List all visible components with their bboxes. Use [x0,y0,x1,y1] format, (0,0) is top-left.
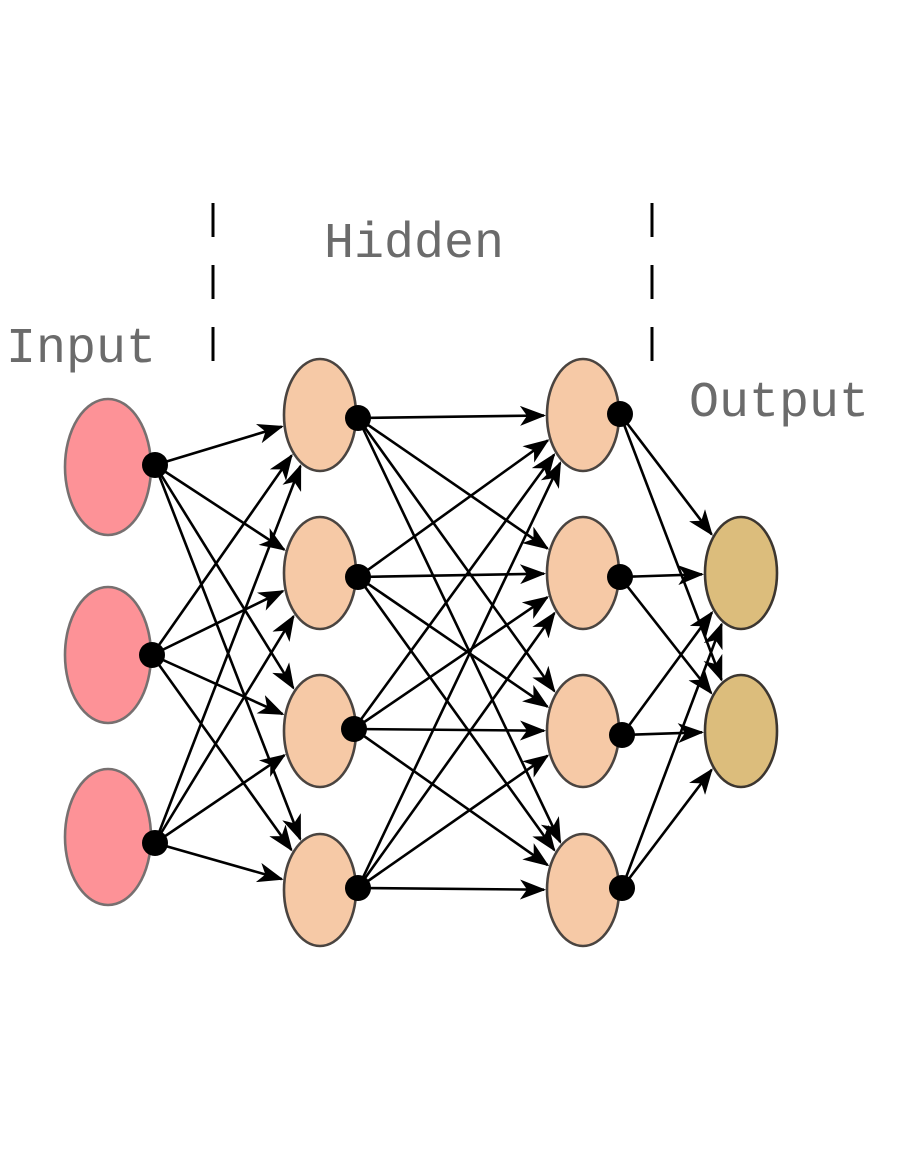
edge-input-1-to-hidden-1-2 [154,463,286,551]
edge-hidden-2-2-to-output-2 [618,576,713,695]
edge-input-2-to-hidden-1-2 [151,589,285,657]
connections [150,405,723,900]
hidden-1-output-dot-2 [345,564,371,590]
edge-hidden-1-2-to-hidden-2-2 [357,564,546,585]
hidden-1-output-dot-1 [345,405,371,431]
edge-input-2-to-hidden-1-1 [150,453,293,656]
hidden-2-output-dot-4 [609,875,635,901]
edge-hidden-2-1-to-output-1 [618,413,713,536]
edge-hidden-2-4-to-output-2 [620,768,713,889]
edge-hidden-1-4-to-hidden-2-2 [356,611,556,889]
edge-hidden-2-3-to-output-2 [621,723,704,744]
hidden-1-neuron-1 [282,357,358,473]
input-output-dot-2 [139,642,165,668]
input-neuron-3 [63,767,153,907]
output-neuron-2 [703,673,779,789]
output-dots [139,401,635,901]
edge-hidden-1-1-to-hidden-2-3 [356,417,556,693]
hidden-1-neuron-2 [282,515,358,631]
hidden-2-neuron-3 [545,673,621,789]
edge-hidden-1-1-to-hidden-2-1 [357,405,546,426]
edge-input-3-to-hidden-1-3 [154,754,287,845]
hidden-2-output-dot-1 [607,401,633,427]
edge-hidden-1-1-to-hidden-2-2 [357,416,550,550]
neurons [63,357,779,948]
output-layer-label: Output [689,375,869,432]
hidden-2-output-dot-2 [607,564,633,590]
edge-hidden-1-4-to-hidden-2-3 [357,754,550,890]
edge-hidden-1-3-to-hidden-2-1 [352,452,556,730]
edge-hidden-1-3-to-hidden-2-4 [353,727,550,867]
edge-input-3-to-hidden-1-4 [154,841,284,883]
hidden-layer-label: Hidden [324,216,504,273]
edge-input-3-to-hidden-1-2 [153,614,295,844]
edge-hidden-2-2-to-output-1 [619,565,704,586]
input-layer-label: Input [6,321,156,378]
edge-hidden-1-4-to-hidden-2-4 [357,879,546,900]
input-output-dot-1 [142,452,168,478]
edge-hidden-1-2-to-hidden-2-4 [356,576,556,852]
output-neuron-1 [703,515,779,631]
edge-hidden-2-4-to-output-1 [620,622,723,889]
edge-input-1-to-hidden-1-3 [153,464,295,690]
hidden-1-output-dot-3 [341,716,367,742]
edge-hidden-2-3-to-output-1 [620,610,714,736]
input-neuron-2 [63,585,153,725]
edge-hidden-1-3-to-hidden-2-2 [353,596,550,731]
hidden-2-neuron-4 [545,832,621,948]
hidden-2-output-dot-3 [609,722,635,748]
input-neuron-1 [63,397,153,537]
edge-input-2-to-hidden-1-4 [150,654,293,852]
edge-input-3-to-hidden-1-1 [153,464,302,844]
hidden-1-output-dot-4 [345,875,371,901]
edge-hidden-1-4-to-hidden-2-1 [356,461,562,889]
edge-hidden-1-3-to-hidden-2-3 [353,720,546,741]
edge-input-1-to-hidden-1-1 [154,423,284,467]
edge-hidden-1-1-to-hidden-2-4 [356,417,562,844]
edge-hidden-1-2-to-hidden-2-1 [357,439,550,579]
input-output-dot-3 [142,830,168,856]
edge-hidden-1-2-to-hidden-2-3 [357,575,550,708]
